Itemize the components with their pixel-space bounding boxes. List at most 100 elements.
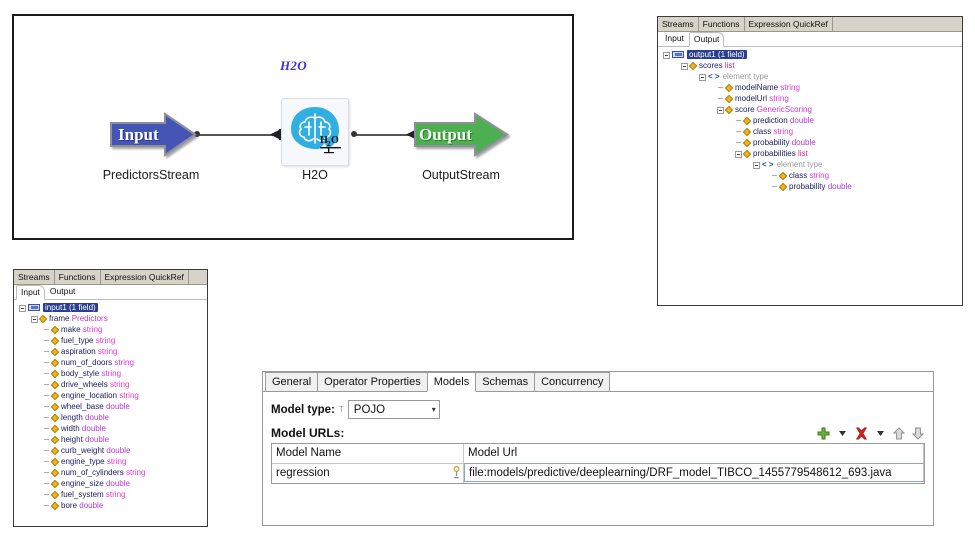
subtab-output[interactable]: Output [49,286,76,296]
subtab-output[interactable]: Output [688,32,725,47]
move-up-icon[interactable] [892,426,906,440]
tree-node-label: width [61,424,80,433]
tree-node[interactable]: < >element type [658,71,962,82]
tab-streams[interactable]: Streams [658,17,699,31]
tree-node[interactable]: input1 (1 field) [14,302,207,313]
tree-branch-line: ─ [44,371,49,378]
tree-node[interactable]: ─wheel_base double [14,401,207,412]
tree-node[interactable]: scores list [658,60,962,71]
h2o-output-port[interactable] [351,131,357,137]
input-schema-panel[interactable]: Streams Functions Expression QuickRef In… [13,269,208,527]
delete-dropdown-icon[interactable] [873,426,887,440]
tree-branch-line: ─ [772,184,777,191]
tree-node[interactable]: ─modelName string [658,82,962,93]
input-panel-subtabbar[interactable]: Input Output [14,285,207,300]
input-output-port[interactable] [194,131,200,137]
tree-node[interactable]: ─engine_size double [14,478,207,489]
input-panel-tabbar[interactable]: Streams Functions Expression QuickRef [14,270,207,285]
input-schema-tree[interactable]: input1 (1 field)frame Predictors─make st… [14,300,207,511]
subtab-input[interactable]: Input [665,33,684,43]
model-urls-table[interactable]: Model Name Model Url regression file:mod… [271,443,925,484]
tree-node[interactable]: ─class string [658,170,962,181]
tree-branch-line: ─ [44,349,49,356]
stream-diagram-canvas[interactable]: H2O Input PredictorsStream [12,14,574,240]
cell-model-name[interactable]: regression [272,464,464,483]
subtab-input[interactable]: Input [16,285,45,300]
tree-node-label: body_style [61,369,100,378]
tree-node[interactable]: ─num_of_cylinders string [14,467,207,478]
tree-node[interactable]: ─height double [14,434,207,445]
tree-node[interactable]: probabilities list [658,148,962,159]
expander-toggle-icon[interactable] [662,50,671,61]
tree-node[interactable]: ─fuel_system string [14,489,207,500]
tree-node[interactable]: ─num_of_doors string [14,357,207,368]
tree-node[interactable]: ─fuel_type string [14,335,207,346]
cell-editor-handle-icon[interactable] [453,466,460,479]
expression-toggle-icon[interactable]: T [338,405,344,414]
input-stream-node[interactable]: Input [109,112,197,157]
tab-expression-quickref[interactable]: Expression QuickRef [744,17,833,31]
output-schema-tree[interactable]: output1 (1 field)scores list< >element t… [658,47,962,192]
output-panel-tabbar[interactable]: Streams Functions Expression QuickRef [658,17,962,32]
field-icon [742,138,752,148]
tree-node[interactable]: ─body_style string [14,368,207,379]
tree-node[interactable]: frame Predictors [14,313,207,324]
tab-streams[interactable]: Streams [14,270,55,284]
tree-node[interactable]: ─width double [14,423,207,434]
tree-node[interactable]: ─aspiration string [14,346,207,357]
operator-properties-panel[interactable]: General Operator Properties Models Schem… [262,371,934,526]
tabbar-filler [188,270,207,284]
output-schema-panel[interactable]: Streams Functions Expression QuickRef In… [657,16,963,306]
output-panel-subtabbar[interactable]: Input Output [658,32,962,47]
expander-toggle-icon[interactable] [18,303,27,314]
tree-node[interactable]: ─curb_weight double [14,445,207,456]
cell-model-url[interactable]: file:models/predictive/deeplearning/DRF_… [464,463,924,482]
tree-node[interactable]: ─class string [658,126,962,137]
move-down-icon[interactable] [911,426,925,440]
tab-general[interactable]: General [265,372,319,391]
tab-expression-quickref[interactable]: Expression QuickRef [100,270,189,284]
expander-toggle-icon[interactable] [680,61,689,72]
table-row[interactable]: regression file:models/predictive/deeple… [272,463,924,483]
output-stream-node[interactable]: Output [413,112,509,157]
tree-node[interactable]: ─modelUrl string [658,93,962,104]
tree-node[interactable]: ─engine_location string [14,390,207,401]
tree-branch-line: ─ [44,327,49,334]
model-urls-title: Model URLs: [271,426,345,440]
tab-functions[interactable]: Functions [698,17,745,31]
tree-node[interactable]: ─probability double [658,181,962,192]
expander-toggle-icon[interactable] [30,314,39,325]
expander-toggle-icon[interactable] [698,72,707,83]
tree-node-type: double [827,182,852,191]
tree-node[interactable]: < >element type [658,159,962,170]
tree-node[interactable]: ─bore double [14,500,207,511]
delete-icon[interactable] [854,426,868,440]
model-urls-toolbar[interactable] [816,426,925,440]
tab-models[interactable]: Models [426,372,477,392]
tree-node[interactable]: ─probability double [658,137,962,148]
add-icon[interactable] [816,426,830,440]
tree-node-type: GenericScoring [756,105,812,114]
tree-node[interactable]: ─prediction double [658,115,962,126]
expander-toggle-icon[interactable] [734,149,743,160]
tree-node-type: string [109,380,130,389]
tree-branch-line: ─ [44,470,49,477]
h2o-operator-node[interactable]: H 2 O [281,98,349,166]
tree-node[interactable]: ─engine_type string [14,456,207,467]
tree-node[interactable]: score GenericScoring [658,104,962,115]
tree-node[interactable]: output1 (1 field) [658,49,962,60]
tab-operator-properties[interactable]: Operator Properties [317,372,428,391]
tab-concurrency[interactable]: Concurrency [534,372,611,391]
tree-node[interactable]: ─drive_wheels string [14,379,207,390]
add-dropdown-icon[interactable] [835,426,849,440]
tree-node[interactable]: ─length double [14,412,207,423]
tree-node-label: class [753,127,772,136]
tab-schemas[interactable]: Schemas [475,372,536,391]
properties-tabbar[interactable]: General Operator Properties Models Schem… [263,372,933,392]
field-icon [50,435,60,445]
model-type-select[interactable]: POJO ▾ [347,400,440,419]
tree-node[interactable]: ─make string [14,324,207,335]
tab-functions[interactable]: Functions [54,270,101,284]
expander-toggle-icon[interactable] [716,105,725,116]
expander-toggle-icon[interactable] [752,160,761,171]
